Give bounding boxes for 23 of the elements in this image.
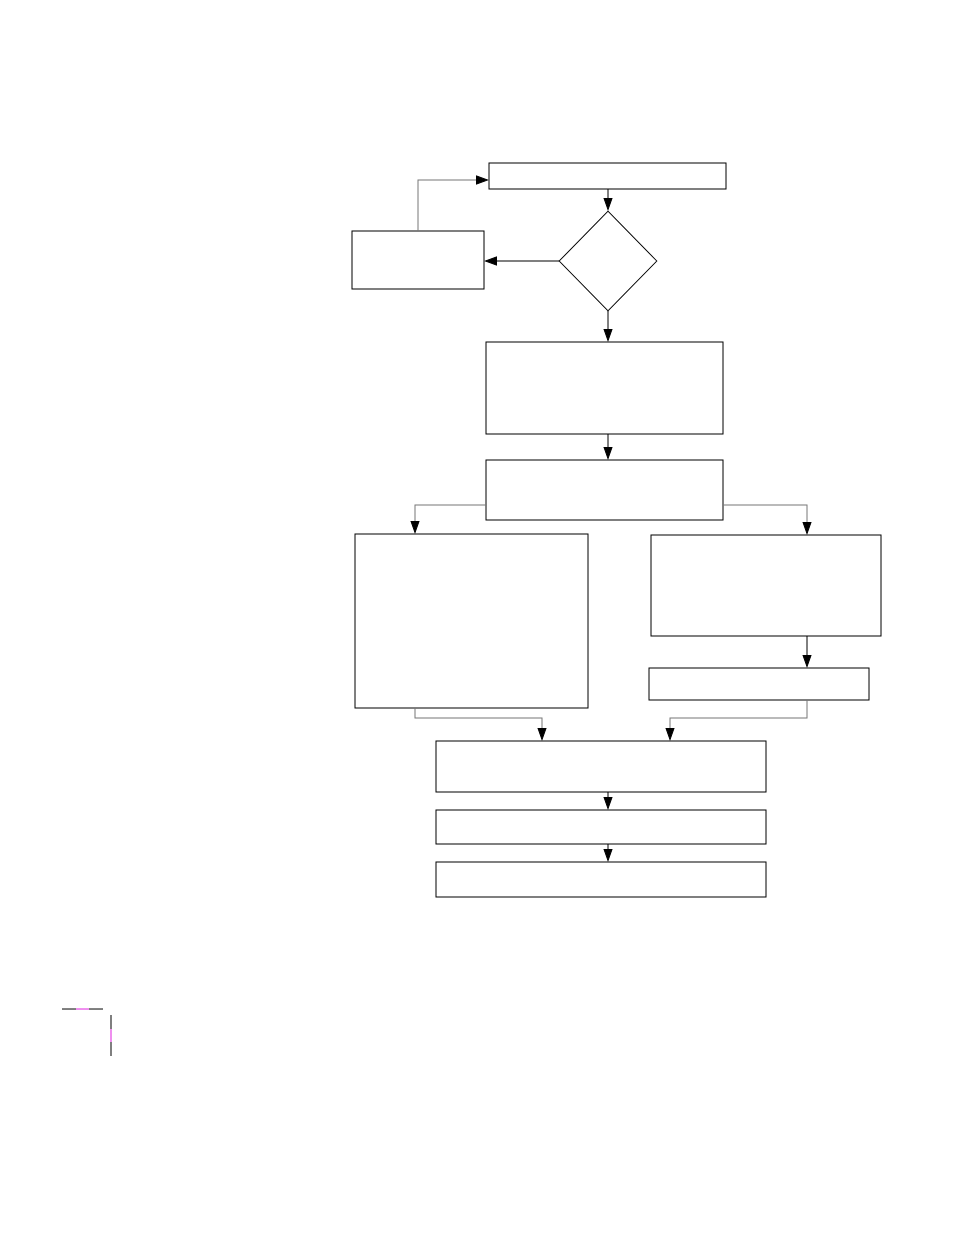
arrow [665, 699, 808, 740]
process-box [435, 809, 767, 845]
process-box [650, 534, 882, 637]
decision-diamond [558, 210, 658, 312]
arrow [603, 791, 613, 809]
arrow [603, 188, 613, 210]
arrow [722, 504, 812, 534]
process-box [351, 230, 485, 290]
process-box [435, 861, 767, 898]
process-box [488, 162, 727, 190]
arrow [603, 843, 613, 861]
arrow [603, 310, 613, 341]
arrow [417, 175, 488, 232]
arrow [485, 256, 560, 266]
process-box [435, 740, 767, 793]
process-box [648, 667, 870, 701]
arrow [410, 504, 487, 533]
arrow [414, 707, 547, 740]
arrow [802, 635, 812, 667]
process-box [485, 459, 724, 521]
process-box [485, 341, 724, 435]
arrow [603, 433, 613, 459]
process-box [354, 533, 589, 709]
